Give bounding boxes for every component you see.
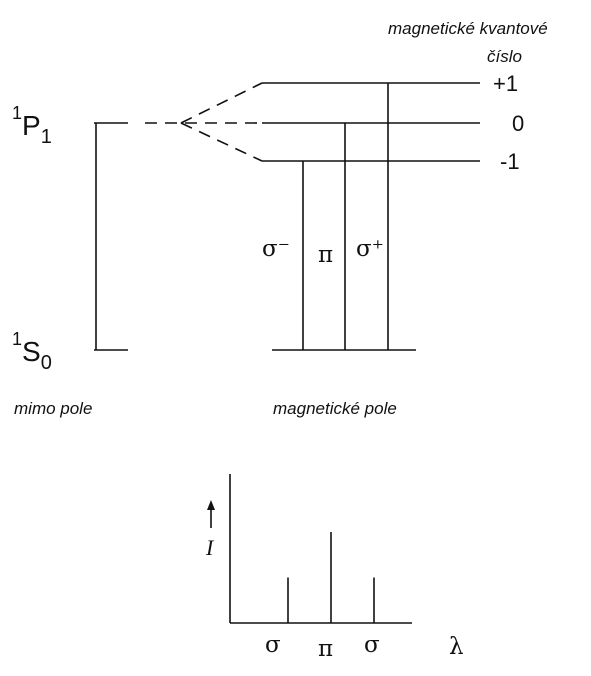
spectrum-x-axis-symbol: λ	[449, 634, 464, 660]
term-1S0-letter: S	[22, 336, 41, 367]
m-value-minus1: -1	[500, 149, 520, 174]
spectrum-y-label: I	[206, 535, 214, 560]
caption-magnetic-field: magnetické pole	[273, 399, 397, 418]
term-1P1-multiplicity: 1	[12, 103, 23, 123]
quantum-number-header-line2: číslo	[487, 47, 522, 66]
label-sigma-minus: σ⁻	[262, 236, 290, 262]
label-sigma-plus: σ⁺	[356, 236, 384, 262]
term-1S0-label: 1S0	[12, 330, 52, 373]
spectrum-x-label-sigma-right: σ	[364, 632, 380, 658]
intensity-arrow-head	[207, 500, 215, 510]
term-1S0-multiplicity: 1	[12, 329, 23, 349]
term-1P1-letter: P	[22, 110, 41, 141]
term-1S0-j: 0	[40, 352, 52, 374]
m-value-0: 0	[512, 111, 525, 136]
label-pi: π	[318, 242, 334, 268]
caption-no-field: mimo pole	[14, 399, 93, 418]
m-value-plus1: +1	[493, 71, 519, 96]
quantum-number-header-line1: magnetické kvantové	[388, 19, 548, 38]
connector-up	[180, 82, 263, 124]
connector-down	[180, 122, 263, 162]
term-1P1-label: 1P1	[12, 104, 52, 147]
spectrum-x-label-sigma-left: σ	[265, 632, 281, 658]
term-1P1-j: 1	[40, 126, 52, 148]
spectrum-x-label-pi: π	[318, 636, 334, 662]
